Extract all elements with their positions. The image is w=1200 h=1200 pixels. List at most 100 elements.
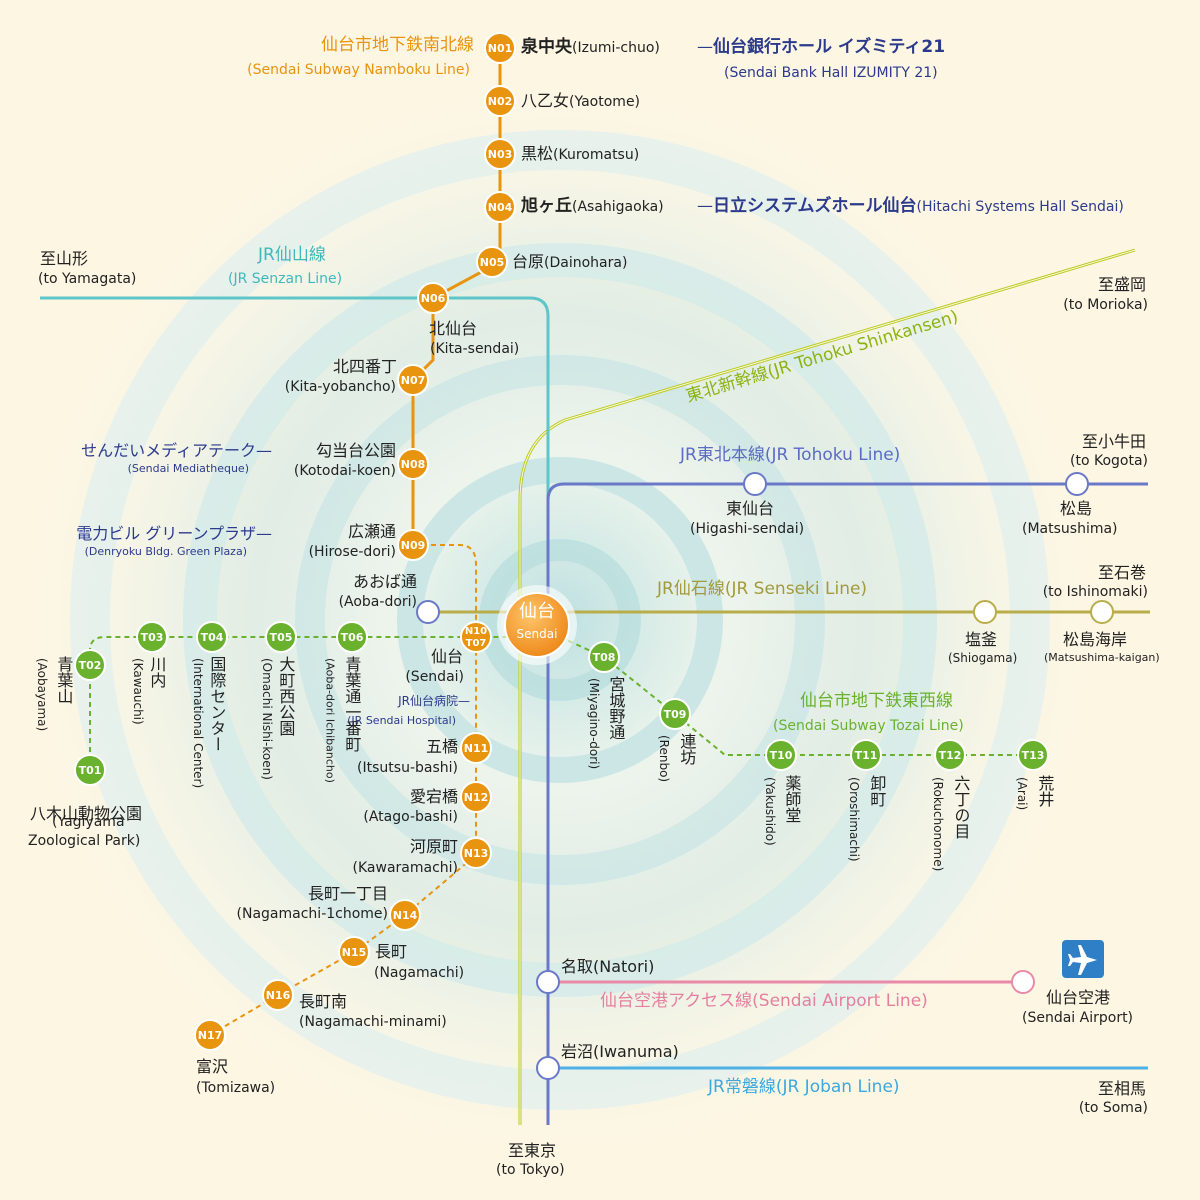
- label-matsushima-en: (Matsushima): [1022, 521, 1118, 537]
- label-matsushima-kaigan-en: (Matsushima-kaigan): [1044, 651, 1160, 664]
- airplane-icon: [1062, 940, 1104, 978]
- label-aoba-dori: あおば通: [352, 572, 417, 591]
- label-t13-en: (Arai): [1014, 777, 1029, 811]
- badge-n17[interactable]: N17: [194, 1019, 226, 1051]
- dest-tokyo-en: (to Tokyo): [496, 1162, 565, 1178]
- svg-text:T09: T09: [664, 708, 687, 721]
- station-label-n15-en: (Nagamachi): [374, 965, 465, 981]
- station-shiogama[interactable]: [973, 600, 997, 624]
- badge-t06[interactable]: T06: [336, 621, 368, 653]
- label-t05-en: (Omachi Nishi-koen): [259, 658, 274, 780]
- label-t02: 青葉山: [54, 656, 74, 704]
- station-label-n16-en: (Nagamachi-minami): [299, 1014, 447, 1030]
- svg-text:N05: N05: [480, 256, 505, 269]
- badge-n09[interactable]: N09: [397, 529, 429, 561]
- svg-text:T05: T05: [270, 631, 293, 644]
- svg-text:T11: T11: [855, 749, 878, 762]
- badge-t13[interactable]: T13: [1017, 739, 1049, 771]
- badge-n10-t07[interactable]: N10 T07: [460, 621, 492, 653]
- station-label-n06-en: (Kita-sendai): [430, 341, 520, 357]
- badge-n16[interactable]: N16: [262, 979, 294, 1011]
- label-t04-en: (International Center): [190, 658, 205, 789]
- station-label-sendai-en: (Sendai): [405, 669, 464, 685]
- label-sendai-airport: 仙台空港: [1046, 988, 1111, 1007]
- tozai-badges: T01 T02 T03 T04 T05 T06 T08 T09 T10 T11 …: [74, 621, 1049, 786]
- svg-text:N03: N03: [488, 148, 513, 161]
- station-matsushima[interactable]: [1065, 472, 1089, 496]
- badge-n04[interactable]: N04: [484, 191, 516, 223]
- station-label-n13: 河原町: [409, 837, 458, 856]
- label-natori: 名取(Natori): [561, 957, 655, 976]
- station-label-n06: 北仙台: [429, 319, 478, 338]
- label-t09: 連坊: [677, 733, 697, 765]
- label-t03-en: (Kawauchi): [130, 658, 145, 725]
- badge-t01[interactable]: T01: [74, 754, 106, 786]
- badge-n13[interactable]: N13: [460, 837, 492, 869]
- tozai-line-title: 仙台市地下鉄東西線: [800, 691, 953, 711]
- label-t06-en: (Aoba-dori Ichibancho): [323, 658, 337, 783]
- badge-n03[interactable]: N03: [484, 138, 516, 170]
- svg-text:T07: T07: [466, 638, 487, 649]
- station-natori[interactable]: [536, 970, 560, 994]
- dest-ishinomaki-en: (to Ishinomaki): [1042, 584, 1148, 600]
- badge-n07[interactable]: N07: [397, 364, 429, 396]
- badge-n08[interactable]: N08: [397, 448, 429, 480]
- svg-text:N11: N11: [464, 742, 489, 755]
- station-label-n16: 長町南: [299, 992, 348, 1011]
- station-iwanuma[interactable]: [536, 1056, 560, 1080]
- badge-n14[interactable]: N14: [389, 899, 421, 931]
- station-label-n07: 北四番丁: [332, 357, 397, 376]
- badge-n06[interactable]: N06: [417, 282, 449, 314]
- tohoku-line-title: JR東北本線(JR Tohoku Line): [680, 445, 901, 465]
- landmark-mediatheque-en: (Sendai Mediatheque): [127, 462, 249, 475]
- badge-n01[interactable]: N01: [484, 32, 516, 64]
- station-label-n01: 泉中央(Izumi-chuo): [521, 37, 660, 57]
- label-t11: 卸町: [867, 775, 887, 807]
- badge-t02[interactable]: T02: [74, 649, 106, 681]
- tozai-line-title-en: (Sendai Subway Tozai Line): [773, 718, 964, 734]
- badge-t12[interactable]: T12: [934, 739, 966, 771]
- badge-t10[interactable]: T10: [765, 739, 797, 771]
- station-matsushima-kaigan[interactable]: [1090, 600, 1114, 624]
- landmark-mediatheque: せんだいメディアテーク—: [81, 441, 272, 460]
- badge-t08[interactable]: T08: [588, 641, 620, 673]
- badge-t05[interactable]: T05: [265, 621, 297, 653]
- badge-t09[interactable]: T09: [659, 698, 691, 730]
- svg-text:N15: N15: [342, 946, 367, 959]
- badge-n05[interactable]: N05: [476, 246, 508, 278]
- label-t12: 六丁の目: [951, 775, 971, 839]
- sendai-hub[interactable]: [504, 592, 570, 658]
- station-label-n09-en: (Hirose-dori): [308, 544, 396, 560]
- station-aoba-dori[interactable]: [416, 600, 440, 624]
- label-t02-en: (Aobayama): [34, 658, 49, 732]
- svg-text:T13: T13: [1022, 749, 1045, 762]
- station-label-n09: 広瀬通: [347, 522, 396, 541]
- dest-ishinomaki: 至石巻: [1097, 563, 1146, 582]
- landmark-bank-hall: —仙台銀行ホール イズミティ21: [697, 37, 946, 57]
- svg-text:N08: N08: [401, 458, 426, 471]
- station-sendai-airport[interactable]: [1011, 970, 1035, 994]
- label-matsushima: 松島: [1060, 499, 1093, 518]
- station-higashi-sendai[interactable]: [743, 472, 767, 496]
- joban-line-title: JR常磐線(JR Joban Line): [708, 1077, 900, 1097]
- badge-n15[interactable]: N15: [338, 936, 370, 968]
- svg-text:N06: N06: [421, 292, 446, 305]
- badge-t11[interactable]: T11: [850, 739, 882, 771]
- station-label-n12-en: (Atago-bashi): [363, 809, 458, 825]
- station-label-n15: 長町: [375, 942, 408, 961]
- senzan-line-title-en: (JR Senzan Line): [228, 271, 343, 287]
- svg-text:T04: T04: [201, 631, 224, 644]
- station-label-n11: 五橋: [425, 737, 458, 756]
- badge-t03[interactable]: T03: [136, 621, 168, 653]
- badge-n12[interactable]: N12: [460, 781, 492, 813]
- badge-t04[interactable]: T04: [196, 621, 228, 653]
- badge-n02[interactable]: N02: [484, 85, 516, 117]
- dest-morioka-en: (to Morioka): [1063, 297, 1148, 313]
- landmark-denryoku-en: (Denryoku Bldg. Green Plaza): [84, 545, 247, 558]
- svg-text:T03: T03: [141, 631, 164, 644]
- dest-tokyo: 至東京: [508, 1141, 557, 1160]
- label-t12-en: (Rokuchonome): [930, 777, 945, 872]
- badge-n11[interactable]: N11: [460, 732, 492, 764]
- senzan-line: [40, 296, 550, 620]
